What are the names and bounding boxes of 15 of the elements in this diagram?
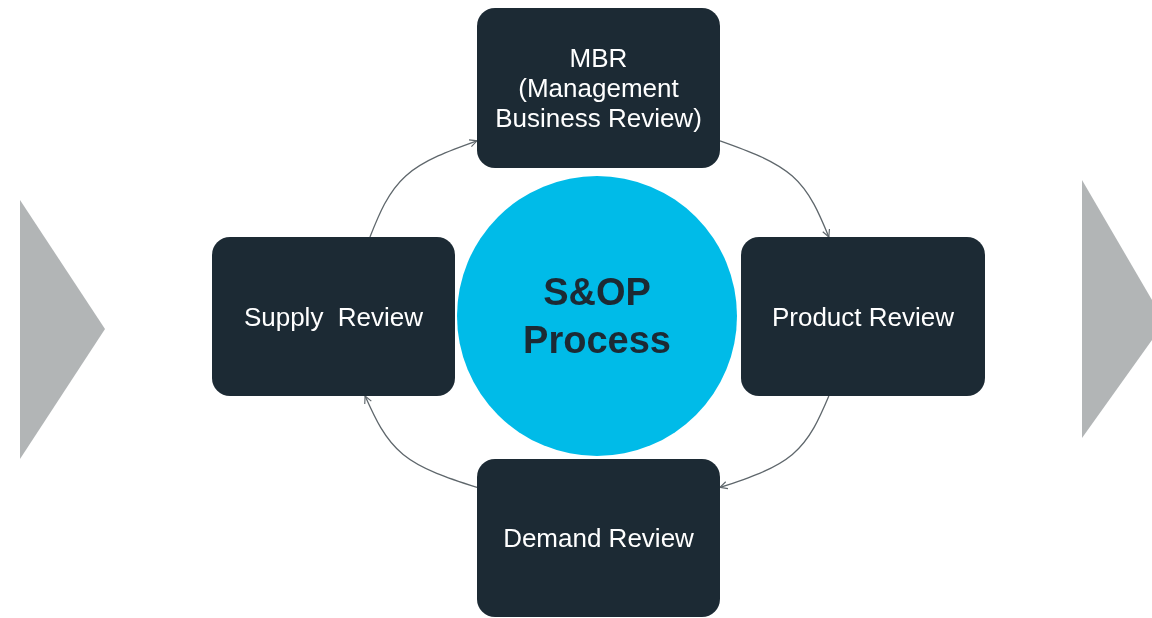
process-box (477, 459, 720, 617)
curved-arrow (719, 140, 830, 238)
process-box (212, 237, 455, 396)
node-label: MBR (Management Business Review) (494, 43, 703, 133)
curved-arrow (364, 395, 478, 489)
chevron-shape (1082, 180, 1152, 438)
process-box (477, 8, 720, 168)
node-label: Demand Review (503, 523, 694, 553)
chevron-shape (20, 200, 105, 459)
node-label: Supply Review (243, 301, 424, 332)
node-label: S&OP Process (522, 270, 672, 363)
curved-arrow (719, 395, 830, 490)
curved-arrow (369, 139, 478, 238)
process-box (741, 237, 985, 396)
node-label: Product Review (771, 301, 955, 332)
